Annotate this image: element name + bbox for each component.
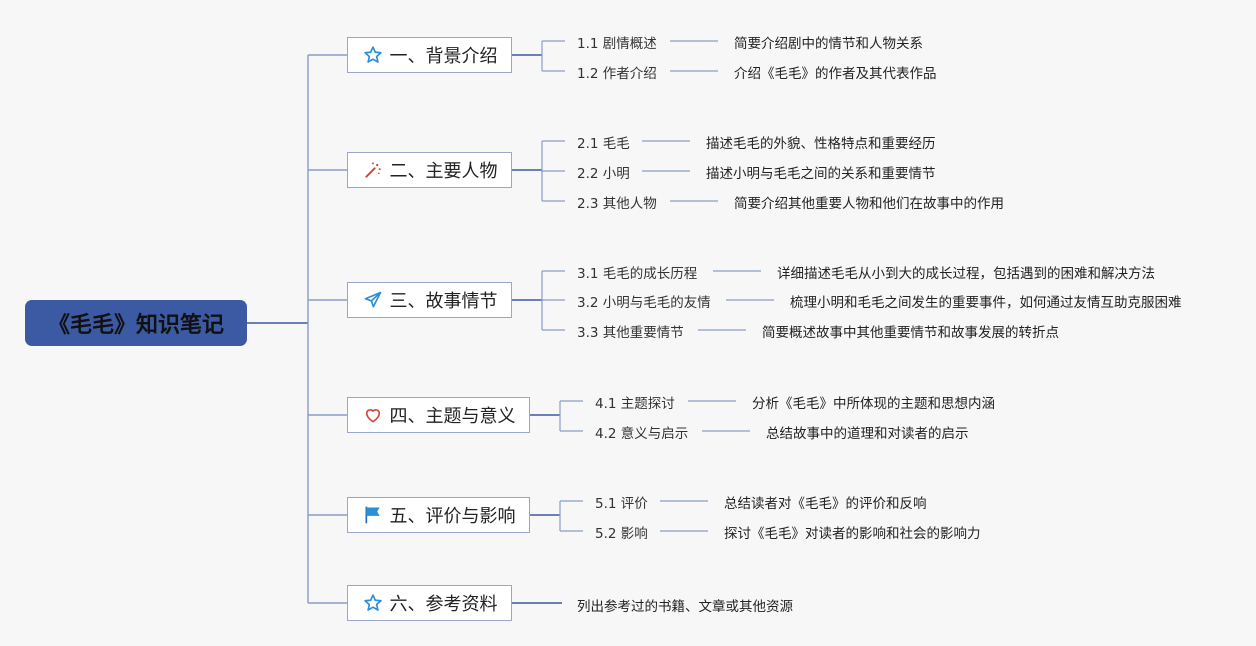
description-text: 总结读者对《毛毛》的评价和反响 bbox=[724, 496, 927, 512]
sub-item-label[interactable]: 2.2 小明 bbox=[577, 166, 630, 182]
description-text: 详细描述毛毛从小到大的成长过程，包括遇到的困难和解决方法 bbox=[777, 266, 1155, 282]
branch-1[interactable]: 一、背景介绍 bbox=[347, 37, 512, 73]
branch-5[interactable]: 五、评价与影响 bbox=[347, 497, 530, 533]
branch-label: 五、评价与影响 bbox=[389, 506, 516, 527]
description-text: 列出参考过的书籍、文章或其他资源 bbox=[577, 599, 793, 615]
branch-3[interactable]: 三、故事情节 bbox=[347, 282, 512, 318]
sub-item-label[interactable]: 5.1 评价 bbox=[595, 496, 648, 512]
sub-item-label[interactable]: 4.2 意义与启示 bbox=[595, 426, 689, 442]
sub-item-label[interactable]: 3.2 小明与毛毛的友情 bbox=[577, 295, 711, 311]
flag-icon bbox=[362, 504, 384, 526]
sub-item-label[interactable]: 5.2 影响 bbox=[595, 526, 648, 542]
sub-item-label[interactable]: 1.1 剧情概述 bbox=[577, 36, 657, 52]
sub-item-label[interactable]: 4.1 主题探讨 bbox=[595, 396, 675, 412]
branch-label: 二、主要人物 bbox=[389, 161, 498, 182]
sub-item-label[interactable]: 2.1 毛毛 bbox=[577, 136, 630, 152]
star-outline-icon bbox=[362, 44, 384, 66]
star-outline-icon bbox=[362, 592, 384, 614]
branch-label: 三、故事情节 bbox=[389, 291, 498, 312]
branch-2[interactable]: 二、主要人物 bbox=[347, 152, 512, 188]
heart-outline-icon bbox=[362, 404, 384, 426]
branch-4[interactable]: 四、主题与意义 bbox=[347, 397, 530, 433]
description-text: 描述毛毛的外貌、性格特点和重要经历 bbox=[706, 136, 936, 152]
branch-6[interactable]: 六、参考资料 bbox=[347, 585, 512, 621]
sub-item-label[interactable]: 3.1 毛毛的成长历程 bbox=[577, 266, 698, 282]
paper-plane-icon bbox=[362, 289, 384, 311]
description-text: 探讨《毛毛》对读者的影响和社会的影响力 bbox=[724, 526, 981, 542]
magic-wand-icon bbox=[362, 159, 384, 181]
sub-item-label[interactable]: 2.3 其他人物 bbox=[577, 196, 657, 212]
description-text: 简要介绍其他重要人物和他们在故事中的作用 bbox=[734, 196, 1004, 212]
branch-label: 一、背景介绍 bbox=[389, 46, 498, 67]
sub-item-label[interactable]: 1.2 作者介绍 bbox=[577, 66, 657, 82]
description-text: 简要概述故事中其他重要情节和故事发展的转折点 bbox=[762, 325, 1059, 341]
description-text: 介绍《毛毛》的作者及其代表作品 bbox=[734, 66, 937, 82]
description-text: 梳理小明和毛毛之间发生的重要事件，如何通过友情互助克服困难 bbox=[790, 295, 1182, 311]
description-text: 分析《毛毛》中所体现的主题和思想内涵 bbox=[752, 396, 995, 412]
description-text: 简要介绍剧中的情节和人物关系 bbox=[734, 36, 923, 52]
sub-item-label[interactable]: 3.3 其他重要情节 bbox=[577, 325, 684, 341]
description-text: 总结故事中的道理和对读者的启示 bbox=[766, 426, 969, 442]
branch-label: 六、参考资料 bbox=[389, 594, 498, 615]
root-title: 《毛毛》知识笔记 bbox=[25, 300, 247, 346]
description-text: 描述小明与毛毛之间的关系和重要情节 bbox=[706, 166, 936, 182]
branch-label: 四、主题与意义 bbox=[389, 406, 516, 427]
